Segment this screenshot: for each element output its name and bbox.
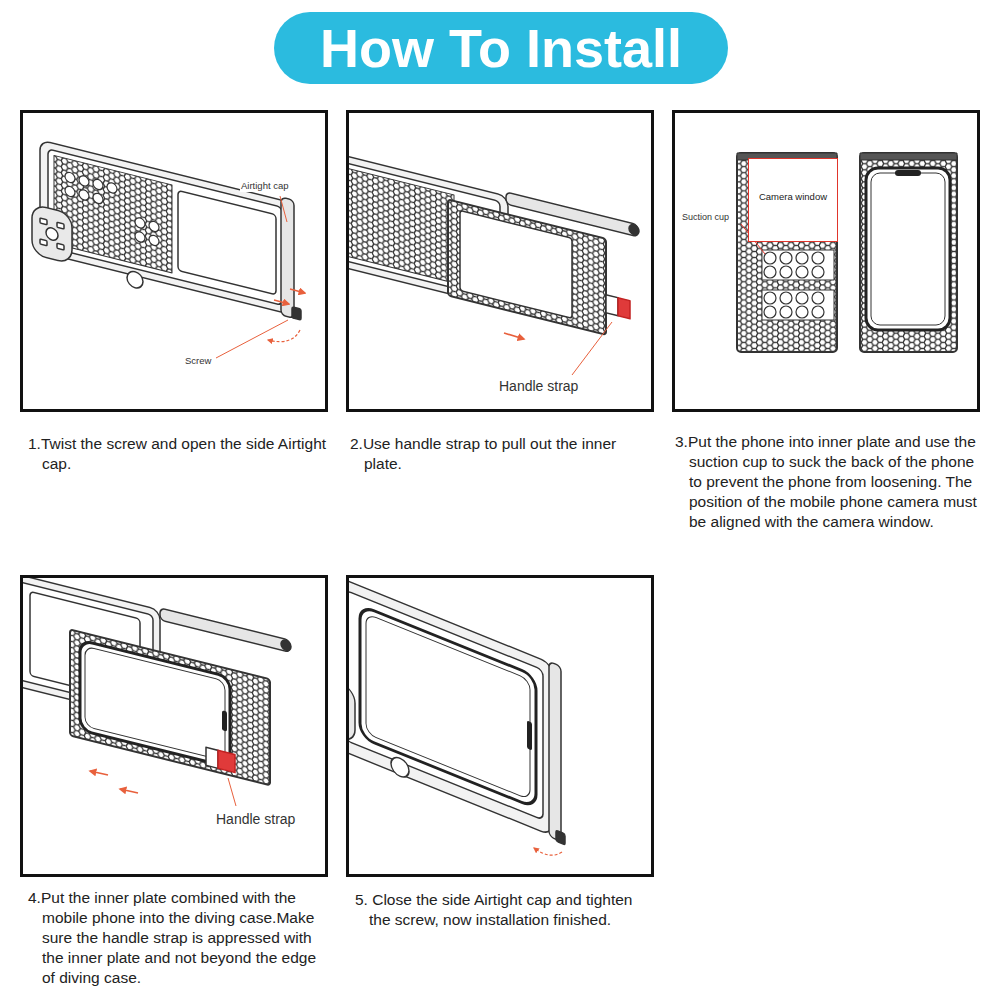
direction-arrow — [90, 771, 108, 775]
plates-illustration — [737, 153, 957, 352]
leader-line — [572, 322, 612, 375]
step-panel: 2.Use handle strap to pull out the inner… — [346, 110, 654, 412]
twist-arrow — [534, 848, 562, 855]
direction-arrow — [274, 300, 289, 304]
title-text: How To Install — [320, 12, 682, 84]
case-illustration — [32, 135, 305, 358]
direction-arrow — [504, 333, 524, 339]
suction-cups — [764, 252, 824, 318]
leader-line — [216, 320, 288, 358]
part-label: Suction cup — [681, 212, 730, 222]
step-panel: 5. Close the side Airtight cap and tight… — [346, 575, 654, 877]
part-label: Screw — [184, 356, 212, 367]
suction-cups — [65, 171, 159, 246]
step-caption: 3.Put the phone into inner plate and use… — [675, 432, 980, 532]
title-pill: How To Install — [274, 12, 728, 84]
case-illustration — [349, 578, 565, 855]
step-caption: 4.Put the inner plate combined with the … — [28, 888, 328, 988]
part-label: Airtight cap — [240, 181, 290, 192]
step-caption: 1.Twist the screw and open the side Airt… — [28, 434, 328, 474]
twist-arrow — [268, 330, 300, 342]
step-panel: 1.Twist the screw and open the side Airt… — [20, 110, 328, 412]
case-illustration — [349, 148, 639, 375]
window-label: Camera window — [759, 191, 827, 202]
leader-line — [280, 196, 287, 222]
camera-window-box: Camera window — [748, 158, 838, 242]
step-caption: 2.Use handle strap to pull out the inner… — [350, 434, 650, 474]
case-illustration — [23, 578, 291, 806]
part-label: Handle strap — [215, 811, 296, 827]
direction-arrow — [290, 289, 305, 293]
step-caption: 5. Close the side Airtight cap and tight… — [355, 890, 655, 930]
part-label: Handle strap — [498, 378, 579, 394]
direction-arrow — [120, 789, 138, 793]
step-panel: 4.Put the inner plate combined with the … — [20, 575, 328, 877]
step-panel: 3.Put the phone into inner plate and use… — [672, 110, 980, 412]
leader-line — [228, 778, 236, 806]
